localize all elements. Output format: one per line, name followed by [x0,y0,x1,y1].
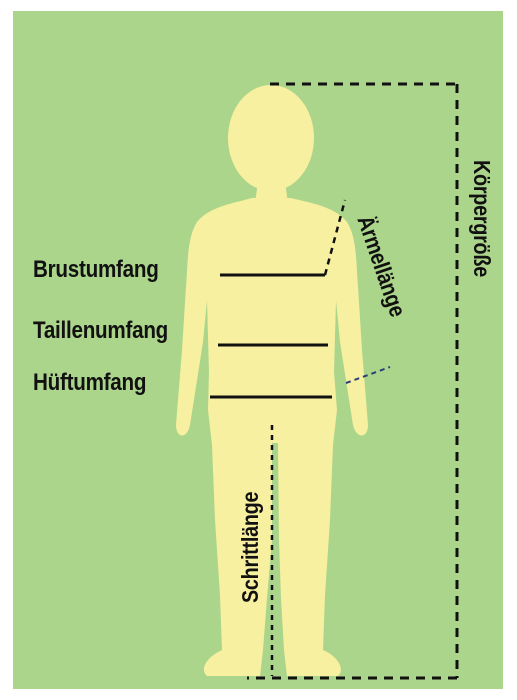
height-label: Körpergröße [468,160,495,277]
chest-label: Brustumfang [33,256,159,284]
waist-label: Taillenumfang [33,317,168,345]
head [228,85,314,191]
hip-label: Hüftumfang [33,369,146,397]
inseam-label: Schrittlänge [237,492,264,603]
